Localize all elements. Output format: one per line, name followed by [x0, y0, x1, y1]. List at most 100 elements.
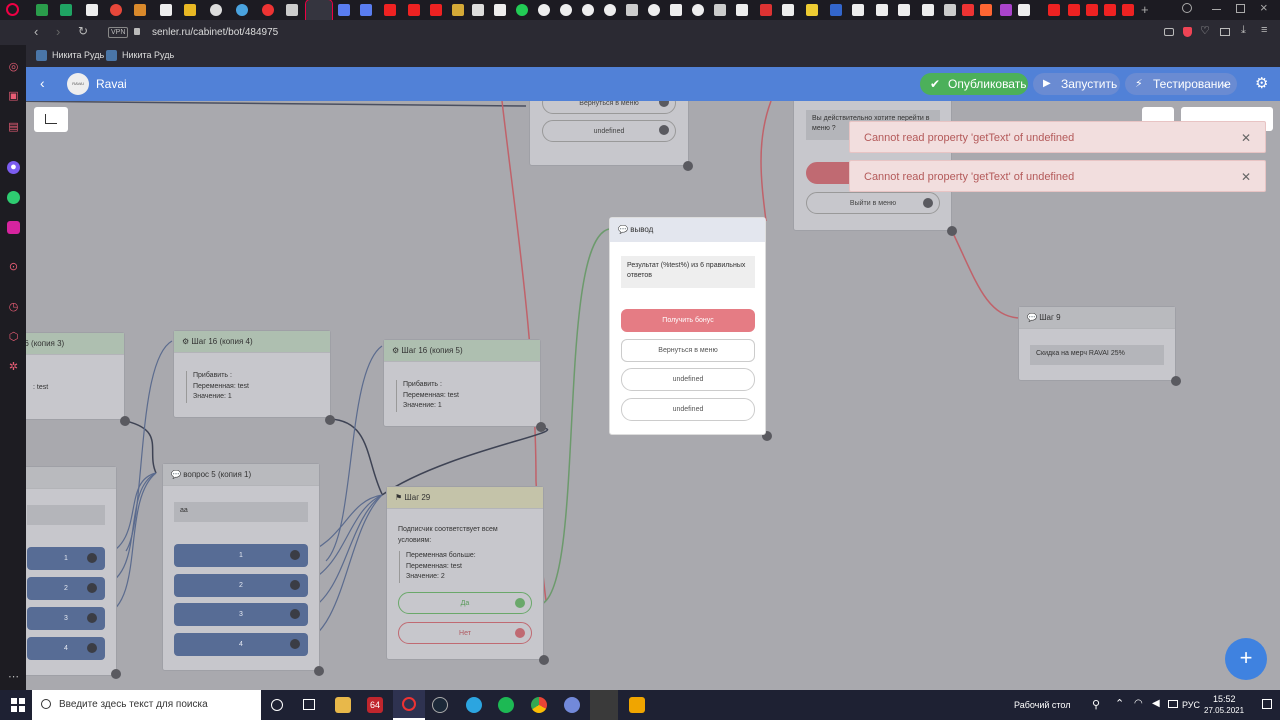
undefined-button[interactable]: undefined [542, 120, 676, 142]
tab-f-icon[interactable] [922, 4, 934, 16]
testing-dropdown[interactable]: ⚡ Тестирование ⌄ [1125, 73, 1237, 95]
tab-red-icon[interactable] [962, 4, 974, 16]
node-output-selected[interactable]: 💬 вывод Результат (%test%) из 6 правильн… [609, 217, 766, 435]
tab-doc-icon[interactable] [736, 4, 748, 16]
tab-youtube-icon[interactable] [384, 4, 396, 16]
publish-button[interactable]: ✔ Опубликовать [920, 73, 1028, 95]
telegram-icon[interactable] [466, 697, 482, 713]
tab-tool-icon[interactable] [286, 4, 298, 16]
close-icon[interactable]: ✕ [1240, 170, 1251, 184]
file-explorer-icon[interactable] [335, 697, 351, 713]
tab-sheets-icon[interactable] [60, 4, 72, 16]
tab-doc-icon[interactable] [494, 4, 506, 16]
node-output-port[interactable] [947, 226, 957, 236]
back-icon[interactable]: ‹ [34, 24, 39, 39]
chrome-icon[interactable] [531, 697, 547, 713]
tab-globe-icon[interactable] [236, 4, 248, 16]
player-icon[interactable]: ⊙ [8, 261, 19, 273]
node-question5-copy1[interactable]: 💬 вопрос 5 (копия 1) аа 1 2 3 4 [162, 463, 320, 671]
battery-icon[interactable] [1168, 700, 1178, 708]
node-port[interactable] [515, 598, 525, 608]
node-port[interactable] [290, 609, 300, 619]
node-output-port[interactable] [536, 422, 546, 432]
tab-translate-icon[interactable] [944, 4, 956, 16]
tab-google-icon[interactable] [582, 4, 594, 16]
back-to-menu-button[interactable]: Вернуться в меню [621, 339, 755, 362]
vpn-badge[interactable]: VPN [108, 27, 129, 38]
tab-chat-icon[interactable] [360, 4, 372, 16]
tab-translate-icon[interactable] [714, 4, 726, 16]
app-icon[interactable] [590, 690, 618, 720]
analytics-button[interactable] [34, 107, 68, 132]
get-bonus-button[interactable]: Получить бонус [621, 309, 755, 332]
wifi-icon[interactable]: ◠ [1134, 698, 1143, 709]
tab-bird-icon[interactable] [452, 4, 464, 16]
history-icon[interactable]: ◷ [8, 301, 19, 313]
tab-doc-icon[interactable] [86, 4, 98, 16]
tab-google-icon[interactable] [648, 4, 660, 16]
node-port[interactable] [87, 613, 97, 623]
tab-orange-icon[interactable] [980, 4, 992, 16]
node-port[interactable] [659, 125, 669, 135]
tab-blue-icon[interactable] [830, 4, 842, 16]
node-port[interactable] [87, 643, 97, 653]
tab-doc-icon[interactable] [782, 4, 794, 16]
tab-yellow-icon[interactable] [806, 4, 818, 16]
answer-button[interactable]: 1 [174, 544, 308, 567]
tab-youtube-icon[interactable] [1104, 4, 1116, 16]
flow-canvas[interactable]: Вернуться в меню undefined Вы действител… [26, 101, 1280, 690]
tab-gmail-icon[interactable] [160, 4, 172, 16]
tab-youtube-icon[interactable] [1048, 4, 1060, 16]
bot-avatar[interactable]: RAVAI [67, 73, 89, 95]
heart-icon[interactable]: ♡ [1200, 25, 1210, 37]
answer-button[interactable]: 2 [174, 574, 308, 597]
node-output-port[interactable] [314, 666, 324, 676]
node-step9[interactable]: 💬 Шаг 9 Скидка на мерч RAVAI 25% [1018, 306, 1176, 381]
node-port[interactable] [923, 198, 933, 208]
tab-google-icon[interactable] [692, 4, 704, 16]
tab-chart-icon[interactable] [184, 4, 196, 16]
tab-t-icon[interactable] [760, 4, 772, 16]
maximize-icon[interactable] [1236, 4, 1245, 13]
reload-icon[interactable]: ↻ [78, 24, 89, 38]
node-question-left[interactable]: 1 2 3 4 [26, 466, 117, 676]
node-port[interactable] [290, 550, 300, 560]
volume-icon[interactable]: ◀ [1152, 698, 1160, 709]
node-output-port[interactable] [1171, 376, 1181, 386]
spotify-icon[interactable] [498, 697, 514, 713]
app-64-icon[interactable]: 64 [367, 697, 383, 713]
answer-button[interactable]: 3 [174, 603, 308, 626]
node-step16-copy4[interactable]: ⚙ Шаг 16 (копия 4) Прибавить : Переменна… [173, 330, 331, 418]
bookmark-item[interactable]: Никита Рудь [52, 50, 105, 60]
node-output-port[interactable] [120, 416, 130, 426]
tab-doc-icon[interactable] [898, 4, 910, 16]
tab-chat-icon[interactable] [338, 4, 350, 16]
cube-icon[interactable]: ⬡ [8, 331, 19, 343]
answer-button[interactable]: 3 [27, 607, 105, 630]
tab-google-icon[interactable] [604, 4, 616, 16]
notifications-icon[interactable] [1262, 699, 1272, 709]
tab-compass-icon[interactable] [210, 4, 222, 16]
run-button[interactable]: ▶ Запустить [1033, 73, 1120, 95]
node-port[interactable] [290, 639, 300, 649]
node-step29[interactable]: ⚑ Шаг 29 Подписчик соответствует всем ус… [386, 486, 544, 660]
twitch-icon[interactable]: ▤ [8, 121, 19, 133]
node-output-port[interactable] [762, 431, 772, 441]
answer-button[interactable]: 4 [174, 633, 308, 656]
node-port[interactable] [515, 628, 525, 638]
opera-logo-icon[interactable] [6, 3, 19, 16]
tab-youtube-icon[interactable] [1122, 4, 1134, 16]
tab-image-icon[interactable] [134, 4, 146, 16]
node-step16-copy5[interactable]: ⚙ Шаг 16 (копия 5) Прибавить : Переменна… [383, 339, 541, 427]
cortana-icon[interactable] [271, 699, 283, 711]
undefined-button[interactable]: undefined [621, 368, 755, 391]
new-tab-icon[interactable]: + [1141, 2, 1149, 17]
node-output-port[interactable] [683, 161, 693, 171]
node-port[interactable] [87, 583, 97, 593]
undefined-button[interactable]: undefined [621, 398, 755, 421]
shield-icon[interactable] [1183, 27, 1192, 37]
node-output-port[interactable] [539, 655, 549, 665]
tab-doc-icon[interactable] [876, 4, 888, 16]
camera-icon[interactable] [1164, 28, 1174, 36]
wallet-icon[interactable] [1220, 28, 1230, 36]
